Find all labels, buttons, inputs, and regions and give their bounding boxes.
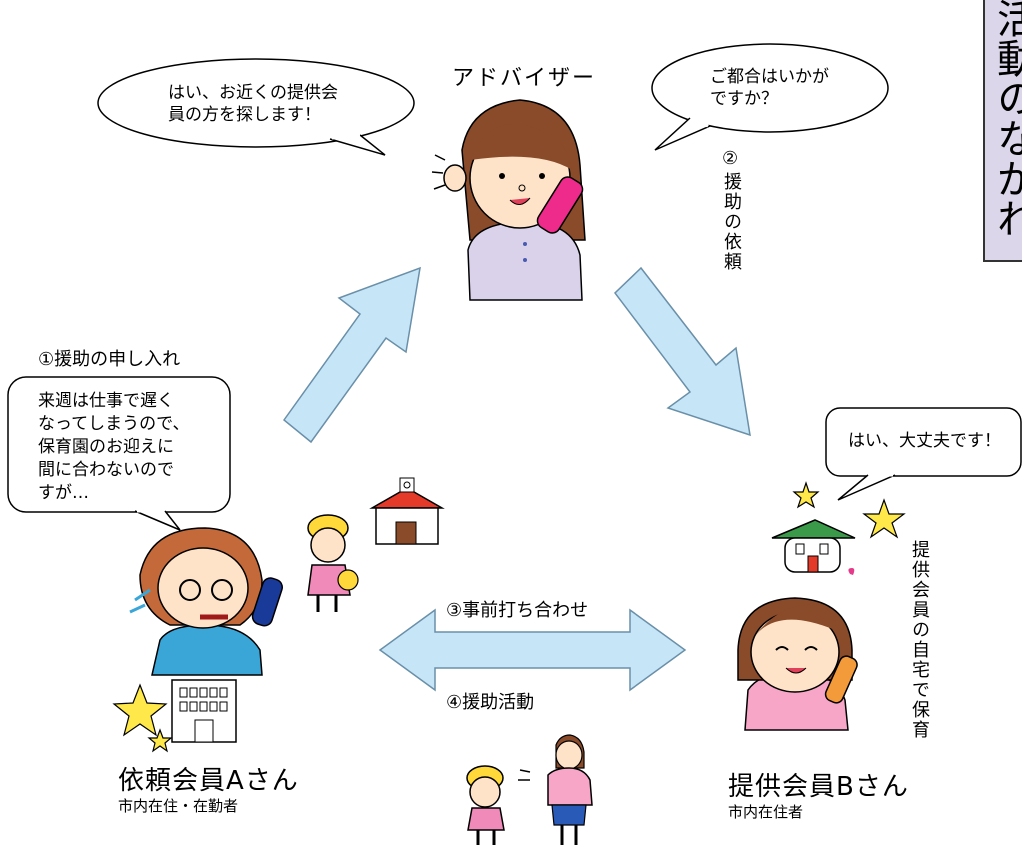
arrow-step3-4	[378, 608, 687, 692]
member-a-name: 依頼会員Aさん	[118, 766, 299, 796]
member-a-bubble-line-2: なってしまうので、	[38, 414, 190, 434]
arrow-step2	[613, 266, 751, 437]
member-b-house-icon	[771, 481, 906, 575]
member-b-name: 提供会員Bさん	[728, 772, 909, 802]
school-house-icon	[369, 477, 445, 545]
member-b-vertical-label: 提供会員の自宅で保育	[909, 540, 930, 740]
member-a-bubble-text: 来週は仕事で遅く なってしまうので、 保育園のお迎えに 間に合わないので すが…	[38, 390, 189, 505]
member-b-bubble-text: はい、大丈夫です！	[848, 431, 1001, 451]
member-a-illustration	[112, 527, 283, 753]
advisor-bubble-left-text: はい、お近くの提供会 員の方を探します！	[168, 82, 338, 126]
side-panel: 活動のながれ	[983, 0, 1022, 262]
bubble-advisor-left	[97, 58, 415, 156]
step3-label: ③事前打ち合わせ	[446, 600, 589, 621]
advisor-bubble-right-line-2: ですか？	[710, 89, 778, 109]
member-a-bubble-line-5: すが…	[38, 483, 89, 503]
member-a-bubble-line-4: 間に合わないので	[38, 460, 174, 480]
member-a-bubble-line-1: 来週は仕事で遅く	[38, 391, 174, 411]
step2-label: 援助の依頼	[721, 172, 742, 272]
advisor-bubble-left-line-2: 員の方を探します！	[168, 105, 321, 125]
side-panel-text: 活動のながれ	[990, 0, 1022, 238]
arrow-step1	[282, 266, 421, 444]
member-a-bubble-line-3: 保育園のお迎えに	[38, 437, 174, 457]
step2-number: ②	[722, 148, 739, 169]
bubble-member-a	[7, 376, 231, 531]
bubble-member-b	[825, 407, 1022, 501]
step4-label: ④援助活動	[446, 692, 535, 713]
member-a-sub: 市内在住・在勤者	[118, 797, 239, 815]
child-a-illustration	[307, 514, 359, 612]
advisor-title: アドバイザー	[452, 66, 597, 91]
advisor-bubble-right-line-1: ご都合はいかが	[710, 67, 829, 87]
bubble-advisor-right	[651, 43, 889, 151]
advisor-bubble-left-line-1: はい、お近くの提供会	[168, 83, 338, 103]
advisor-bubble-right-text: ご都合はいかが ですか？	[710, 66, 829, 110]
member-b-illustration	[737, 597, 858, 731]
advisor-illustration	[431, 99, 586, 301]
activity-illustration	[466, 734, 593, 845]
member-b-sub: 市内在住者	[728, 803, 804, 821]
step1-label: ①援助の申し入れ	[38, 349, 181, 370]
